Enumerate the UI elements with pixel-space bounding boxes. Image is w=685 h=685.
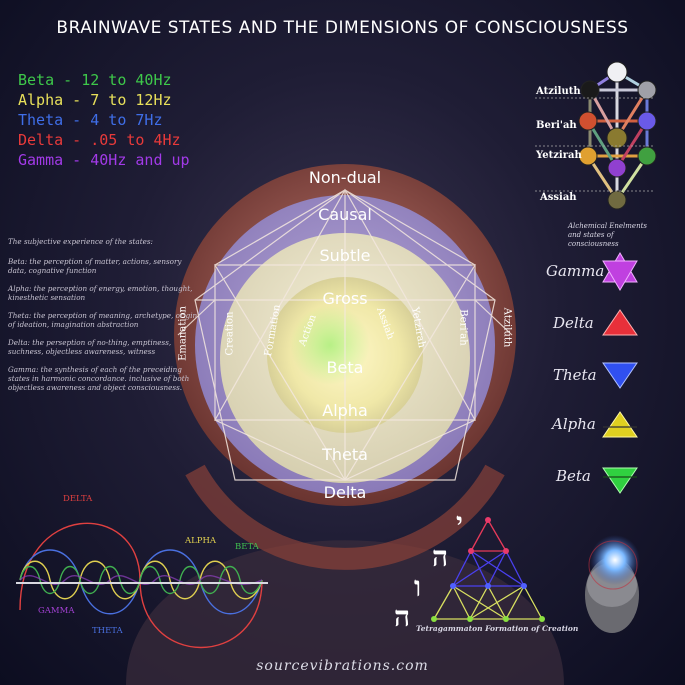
- sephira-chokmah: [637, 80, 657, 100]
- hexagram-lines: [177, 188, 513, 482]
- tetragrammaton-caption: Tetragammaton Formation of Creation: [416, 624, 579, 633]
- consciousness-circle: [174, 164, 516, 570]
- world-assiah: Assiah: [540, 192, 577, 203]
- state-alpha-label: Alpha: [552, 415, 596, 433]
- world-yetzirah: Yetzirah: [536, 150, 582, 161]
- tree-of-life: [535, 61, 657, 210]
- tree-caption: Alchemical Enelments and states of consc…: [568, 222, 647, 248]
- delta-triangle-up-icon: [602, 309, 638, 336]
- label-gross: Gross: [322, 289, 368, 308]
- legend-theta: Theta - 4 to 7Hz: [18, 111, 163, 129]
- legend-gamma: Gamma - 40Hz and up: [18, 151, 190, 169]
- description-theta: Theta: the perception of meaning, archet…: [8, 311, 198, 329]
- sephira-geburah: [578, 111, 598, 131]
- legend-delta: Delta - .05 to 4Hz: [18, 131, 181, 149]
- sephira-netzach: [637, 146, 657, 166]
- page-title: BRAINWAVE STATES AND THE DIMENSIONS OF C…: [56, 18, 629, 38]
- label-creation: Creation: [224, 311, 236, 356]
- wave-label-alpha: ALPHA: [185, 536, 217, 546]
- wave-label-theta: THETA: [92, 626, 123, 636]
- label-subtle: Subtle: [319, 246, 371, 265]
- sephira-hod: [578, 146, 598, 166]
- sephira-malkuth: [607, 190, 627, 210]
- label-emanation: Emanation: [177, 306, 189, 361]
- label-non-dual: Non-dual: [308, 168, 382, 187]
- letter-yod: י: [456, 508, 463, 538]
- sephira-binah: [580, 80, 600, 100]
- sephira-kether: [606, 61, 628, 83]
- delta-band: [185, 464, 505, 570]
- alpha-triangle-up-bar-icon: [602, 411, 638, 438]
- tetragrammaton-triangle: [431, 517, 545, 622]
- legend-alpha: Alpha - 7 to 12Hz: [18, 91, 172, 109]
- label-beta: Beta: [326, 358, 364, 377]
- world-atziluth: Atziluth: [536, 86, 581, 97]
- description-alpha: Alpha: the perception of energy, emotion…: [8, 284, 193, 302]
- head-figure: [585, 535, 640, 633]
- sephira-yesod: [607, 158, 627, 178]
- state-descriptions: The subjective experience of the states:…: [8, 237, 198, 401]
- label-delta: Delta: [323, 483, 367, 502]
- letter-he-2: ה: [394, 600, 411, 633]
- state-theta-label: Theta: [553, 366, 597, 384]
- wave-label-delta: DELTA: [63, 494, 93, 504]
- wave-label-beta: BETA: [235, 542, 259, 552]
- description-gamma: Gamma: the synthesis of each of the prec…: [8, 365, 190, 392]
- third-eye-glow: [590, 535, 640, 585]
- state-delta-label: Delta: [553, 314, 594, 332]
- label-theta: Theta: [322, 445, 368, 464]
- state-gamma-label: Gamma: [546, 262, 605, 280]
- description-beta: Beta: the perception of matter, actions,…: [8, 257, 182, 275]
- descriptions-heading: The subjective experience of the states:: [8, 237, 153, 246]
- alchemical-symbols: [602, 252, 638, 494]
- sephira-tiphareth: [606, 127, 628, 149]
- legend-beta: Beta - 12 to 40Hz: [18, 71, 172, 89]
- wave-label-gamma: GAMMA: [38, 606, 75, 616]
- label-causal: Causal: [318, 205, 372, 224]
- label-alpha: Alpha: [322, 401, 368, 420]
- beta-triangle-down-bar-icon: [602, 467, 638, 494]
- frequency-legend: Beta - 12 to 40Hz Alpha - 7 to 12Hz Thet…: [18, 70, 190, 170]
- footer-url[interactable]: sourcevibrations.com: [256, 658, 429, 674]
- label-beriah: Beri'ah: [457, 309, 469, 346]
- beta-glow: [290, 305, 370, 385]
- theta-triangle-down-icon: [602, 362, 638, 389]
- sephira-chesed: [637, 111, 657, 131]
- gamma-hexagram-icon: [602, 252, 638, 291]
- letter-vav: ו: [414, 570, 422, 603]
- bottom-glow: [126, 540, 564, 685]
- letter-he-1: ה: [432, 540, 449, 573]
- world-beriah: Beri'ah: [536, 120, 577, 131]
- beta-wave: [19, 565, 263, 595]
- brainwave-chart: [16, 522, 268, 649]
- label-atziluth: Atziluth: [501, 307, 513, 348]
- state-beta-label: Beta: [556, 467, 591, 485]
- description-delta: Delta: the perseption of no-thing, empti…: [8, 338, 172, 356]
